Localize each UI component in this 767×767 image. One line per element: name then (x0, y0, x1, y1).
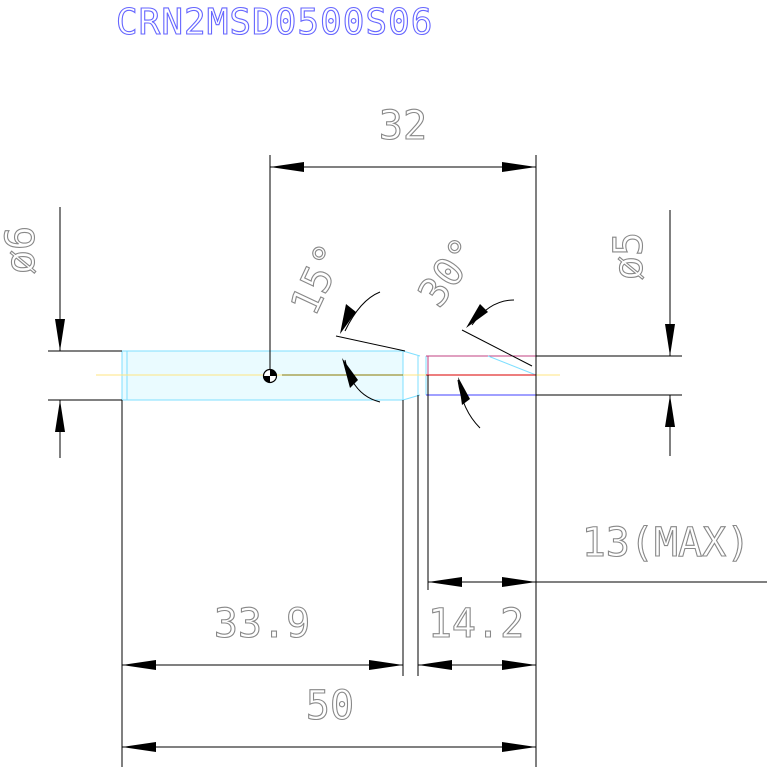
dim-339-arrow-right (369, 660, 403, 670)
dim-13max-arrow-right (502, 577, 536, 587)
neck-taper-bottom (402, 394, 421, 401)
max-depth-label: 13(MAX) (582, 520, 751, 566)
angle-15-label: 15° (282, 237, 354, 322)
dia5-arrow-bottom (665, 395, 675, 427)
dim-32-arrow-left (270, 162, 304, 172)
shank-length-label: 33.9 (214, 601, 310, 647)
angle-15-arc-top (344, 291, 381, 332)
tip-end-taper (487, 355, 537, 376)
dim-339-arrow-left (122, 660, 156, 670)
angle-30-label: 30° (410, 230, 489, 316)
dim-142-arrow-left (418, 660, 452, 670)
dia5-arrow-top (665, 324, 675, 356)
angle-30-leader (461, 329, 533, 367)
dim-142-arrow-right (502, 660, 536, 670)
angle-30-arrow-top (466, 304, 488, 328)
angle-30-arc-bottom (457, 379, 481, 429)
dim-50-arrow-right (502, 742, 536, 752)
dim-50-arrow-left (122, 742, 156, 752)
dim-32-label: 32 (379, 103, 427, 149)
shank-diameter-label: ø6 (0, 226, 44, 274)
tip-length-label: 14.2 (428, 601, 524, 647)
dia6-arrow-bottom (55, 400, 65, 432)
overall-length-label: 50 (306, 683, 354, 729)
dim-13max-arrow-left (428, 577, 462, 587)
part-number-title: CRN2MSD0500S06 (116, 2, 433, 43)
centre-of-gravity-icon (262, 368, 278, 384)
dim-32-arrow-right (502, 162, 536, 172)
angle-15-leader (335, 335, 406, 352)
neck-taper-top (402, 350, 421, 357)
tip-diameter-label: ø5 (606, 232, 652, 280)
angle-15-arrow-bottom (342, 358, 358, 388)
angle-30-arrow-bottom (458, 377, 470, 405)
dia6-arrow-top (55, 319, 65, 351)
angle-15-arrow-top (340, 304, 356, 334)
